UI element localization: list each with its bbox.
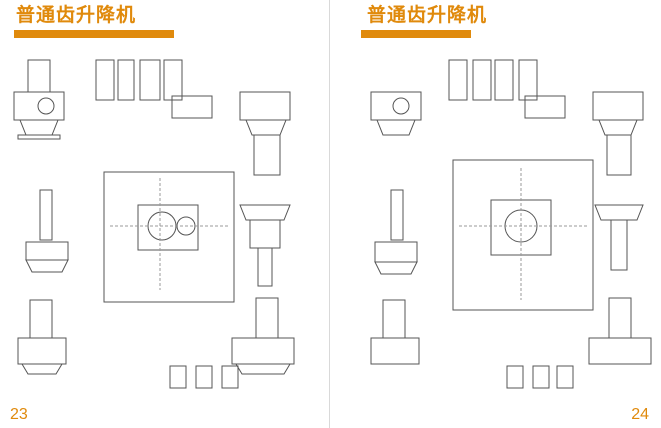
small-part-drawings-left	[169, 365, 239, 389]
jack-drawing-top-center-r	[448, 59, 566, 119]
jack-drawing-mid-right-r	[594, 204, 644, 271]
technical-drawings-left	[13, 59, 295, 389]
jack-drawing-mid-right	[239, 204, 291, 287]
section-bar-right	[361, 30, 471, 38]
page-left: 普通齿升降机	[0, 0, 330, 428]
jack-drawing-top-left-r	[370, 91, 422, 136]
jack-drawing-bottom-left-r	[370, 299, 420, 365]
jack-drawing-bottom-right	[231, 297, 295, 375]
jack-drawing-top-left	[13, 59, 65, 140]
page-number-right: 24	[631, 406, 649, 423]
jack-drawing-mid-left	[25, 189, 69, 273]
page-title-left: 普通齿升降机	[16, 4, 137, 26]
jack-drawing-bottom-left	[17, 299, 67, 375]
jack-drawing-top-right-r	[592, 91, 644, 176]
jack-drawing-bottom-right-r	[588, 297, 652, 365]
jack-drawing-mid-left-r	[374, 189, 418, 275]
page-right: 普通齿升降机	[331, 0, 661, 428]
technical-drawings-right	[370, 59, 652, 389]
jack-drawing-top-center	[95, 59, 213, 119]
section-bar-left	[14, 30, 174, 38]
small-part-drawings-right	[506, 365, 574, 389]
top-view-drawing-right	[452, 159, 594, 311]
page-number-left: 23	[10, 406, 28, 423]
page-title-right: 普通齿升降机	[367, 4, 488, 26]
top-view-drawing-left	[103, 171, 235, 303]
jack-drawing-top-right	[239, 91, 291, 176]
